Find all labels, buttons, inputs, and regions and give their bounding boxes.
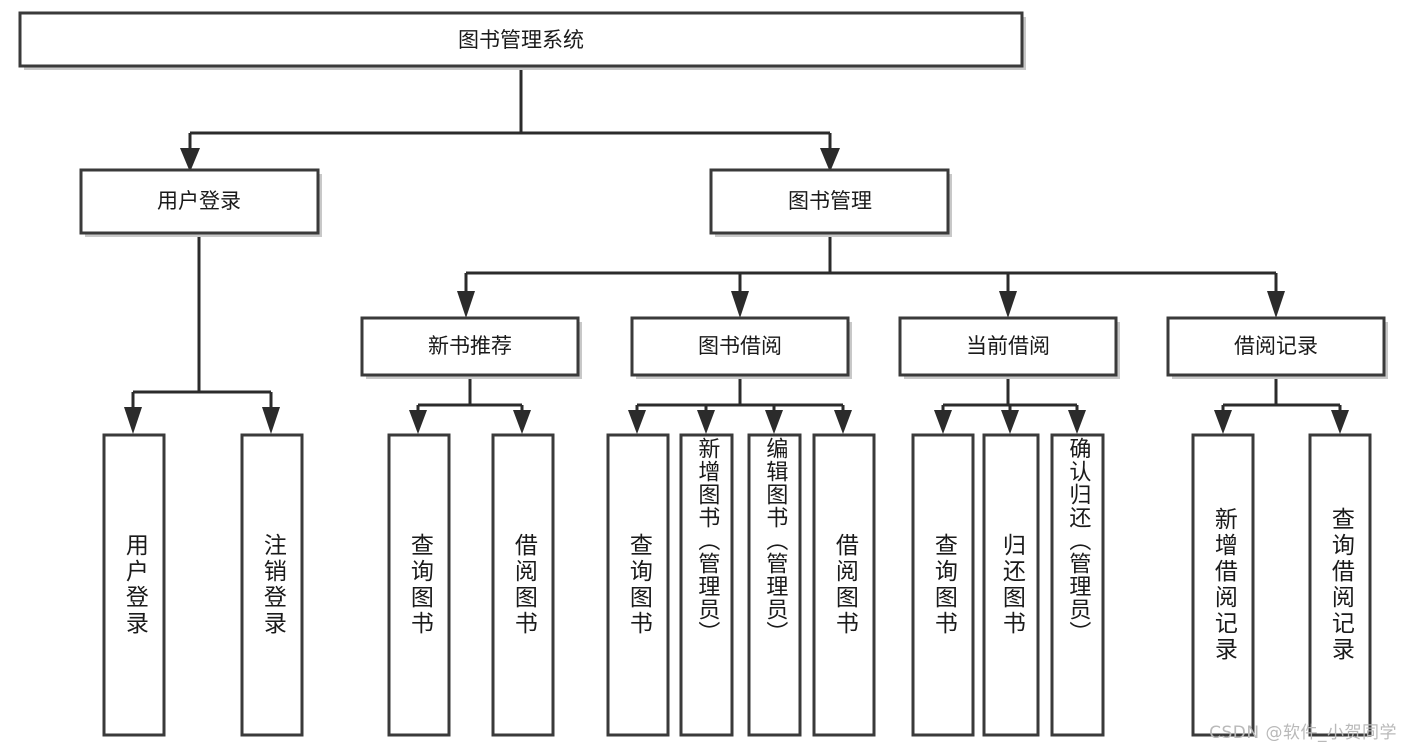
node-book-manage[interactable]: 图书管理 [709, 168, 952, 237]
root-box[interactable] [18, 11, 1024, 68]
arrow-leaf-borrow-book-rec [513, 410, 531, 434]
leaf-box-edit-book-admin[interactable] [747, 433, 802, 737]
arrow-leaf-add-record [1214, 410, 1232, 434]
node-book-borrow[interactable]: 图书借阅 [630, 316, 852, 379]
arrow-to-new-book-rec [457, 291, 475, 318]
arrow-leaf-query-record [1331, 410, 1349, 434]
leaf-box-add-book-admin[interactable] [679, 433, 734, 737]
arrow-to-user-login [180, 148, 200, 172]
borrow-record-box[interactable] [1166, 316, 1386, 377]
arrow-leaf-return-book [1001, 410, 1019, 434]
arrow-leaf-edit-book-admin [765, 410, 783, 434]
root-label: 图书管理系统 [458, 28, 584, 52]
leaf-box-add-record[interactable] [1191, 433, 1255, 737]
arrow-leaf-user-logout [262, 407, 280, 434]
arrow-to-borrow-record [1267, 291, 1285, 318]
arrow-to-book-manage [820, 148, 840, 172]
leaf-box-user-logout[interactable] [240, 433, 304, 737]
node-new-book-rec[interactable]: 新书推荐 [360, 316, 582, 379]
current-borrow-label: 当前借阅 [966, 334, 1050, 358]
arrow-leaf-add-book-admin [697, 410, 715, 434]
new-book-rec-label: 新书推荐 [428, 334, 512, 358]
leaf-box-user-login[interactable] [102, 433, 166, 737]
book-manage-label: 图书管理 [788, 189, 872, 213]
arrow-leaf-query-book-rec [409, 410, 427, 434]
user-login-label: 用户登录 [157, 189, 241, 213]
arrow-leaf-user-login [124, 407, 142, 434]
connector-group [124, 66, 1349, 434]
leaf-box-borrow-book-rec[interactable] [491, 433, 555, 737]
arrow-to-book-borrow [731, 291, 749, 318]
arrow-leaf-query-book-borrow [628, 410, 646, 434]
leaf-box-query-book-borrow[interactable] [606, 433, 670, 737]
new-book-rec-box[interactable] [360, 316, 580, 377]
arrow-leaf-borrow-book [834, 410, 852, 434]
node-current-borrow[interactable]: 当前借阅 [898, 316, 1120, 379]
borrow-record-label: 借阅记录 [1234, 334, 1318, 358]
node-borrow-record[interactable]: 借阅记录 [1166, 316, 1388, 379]
leaf-box-query-book-current[interactable] [911, 433, 975, 737]
arrow-to-current-borrow [999, 291, 1017, 318]
leaf-box-query-record[interactable] [1308, 433, 1372, 737]
leaf-box-confirm-return-admin[interactable] [1050, 433, 1105, 737]
watermark-text: CSDN @软件_小贺同学 [1209, 723, 1397, 743]
book-borrow-label: 图书借阅 [698, 334, 782, 358]
book-manage-box[interactable] [709, 168, 950, 235]
leaf-box-return-book[interactable] [982, 433, 1040, 737]
book-borrow-box[interactable] [630, 316, 850, 377]
arrow-leaf-query-book-current [934, 410, 952, 434]
current-borrow-box[interactable] [898, 316, 1118, 377]
arrow-leaf-confirm-return-admin [1068, 410, 1086, 434]
node-root[interactable]: 图书管理系统 [18, 11, 1026, 70]
leaf-box-borrow-book[interactable] [812, 433, 876, 737]
leaf-box-query-book-rec[interactable] [387, 433, 451, 737]
node-user-login[interactable]: 用户登录 [79, 168, 322, 237]
leaf-box-group [102, 433, 1372, 737]
user-login-box[interactable] [79, 168, 320, 235]
